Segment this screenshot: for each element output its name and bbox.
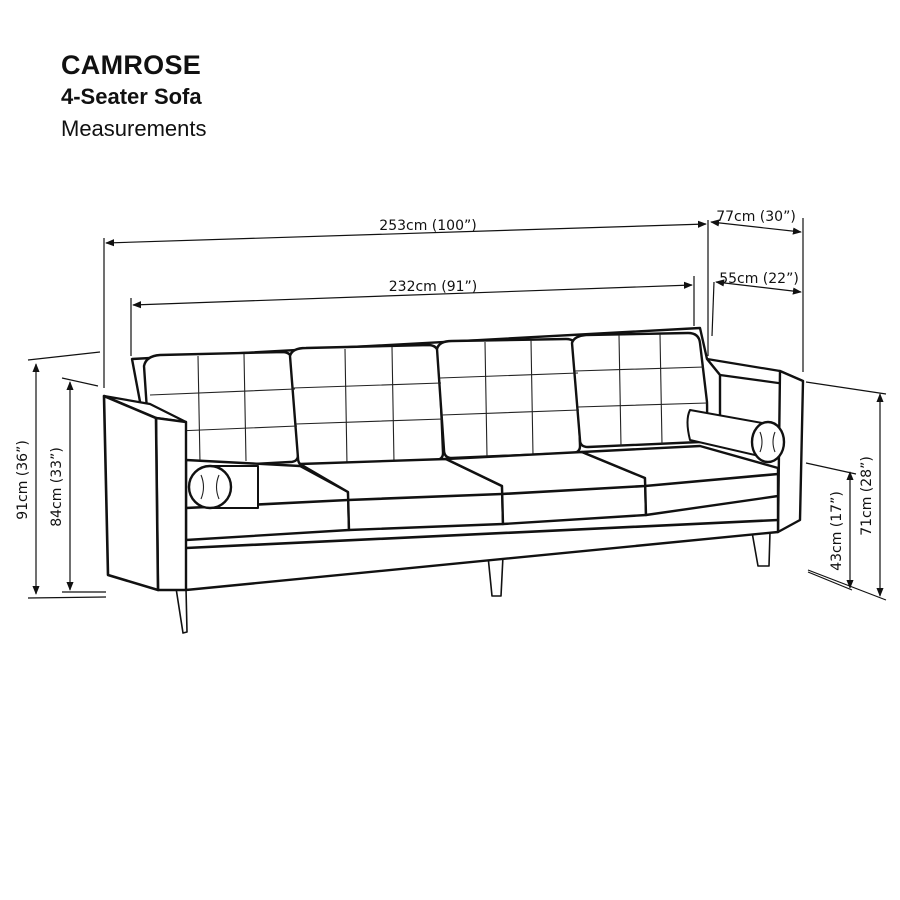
label-overall-width: 253cm (100”) (379, 218, 476, 234)
dim-line-seat-depth (715, 279, 802, 295)
back-cushion-4 (570, 331, 709, 449)
label-seat-depth: 55cm (22”) (719, 271, 799, 287)
back-cushion-2 (288, 343, 445, 468)
model-name: 4-Seater Sofa (61, 84, 202, 109)
tuft-line (197, 353, 247, 464)
back-cushion-3 (435, 337, 582, 460)
label-overall-height: 91cm (36”) (15, 440, 31, 520)
sofa-leg (487, 555, 504, 597)
bolster-pillow-right (686, 409, 786, 464)
header: CAMROSE 4-Seater Sofa Measurements (61, 48, 207, 146)
tuft-line (439, 372, 580, 416)
sofa-leg (751, 531, 771, 567)
diagram-subtitle: Measurements (61, 116, 207, 141)
dimension-labels: 253cm (100”) 232cm (91”) 77cm (30”) 55cm… (15, 209, 875, 571)
tuft-line (292, 382, 444, 425)
label-seat-width: 232cm (91”) (389, 279, 478, 295)
dim-line-overall-width (105, 220, 707, 247)
tuft-line (344, 346, 395, 466)
seat-cushion-4 (580, 444, 780, 517)
tuft-line (618, 333, 663, 447)
sofa-leg (175, 587, 188, 634)
left-arm-outer (102, 394, 160, 592)
dimension-lines (27, 218, 887, 601)
label-overall-depth: 77cm (30”) (716, 209, 796, 225)
label-back-height: 84cm (33”) (49, 447, 65, 527)
dim-line-overall-depth (710, 219, 802, 235)
sofa-drawing (102, 326, 805, 634)
base-edge (184, 518, 780, 550)
tuft-line (484, 339, 534, 457)
back-cushions (142, 331, 709, 470)
bolster-pillow-left (187, 464, 259, 510)
left-arm-inner (154, 416, 188, 592)
tuft-line (574, 366, 708, 408)
seat-front-edge (184, 472, 780, 510)
label-seat-height: 43cm (17”) (829, 491, 845, 571)
dim-line-seat-width (132, 281, 693, 309)
brand-name: CAMROSE (61, 50, 202, 80)
label-arm-height: 71cm (28”) (859, 456, 875, 536)
